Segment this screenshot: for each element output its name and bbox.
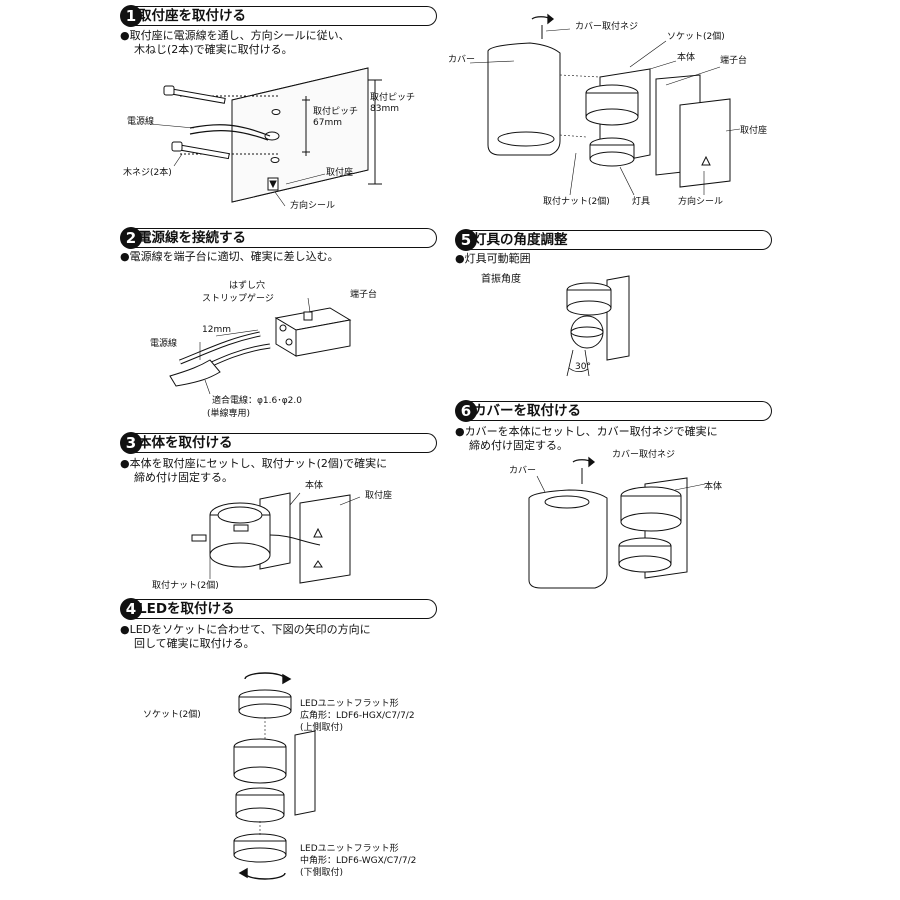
fig-exploded-label-lamp: 灯具 <box>632 197 651 207</box>
step-4-title: LEDを取付ける <box>138 601 235 617</box>
fig2-wiring-diagram <box>160 290 370 400</box>
step-5-line-1: ●灯具可動範囲 <box>455 252 531 265</box>
fig6-label-cover-screw: カバー取付ネジ <box>612 450 676 460</box>
step-3-line-1: ●本体を取付座にセットし、取付ナット(2個)で確実に <box>120 457 388 470</box>
fig-exploded-label-direction-seal: 方向シール <box>678 197 724 207</box>
fig2-label-wire-note: (単線専用) <box>207 409 251 419</box>
fig-exploded-label-cover-screw: カバー取付ネジ <box>575 22 639 32</box>
fig1-mounting-diagram <box>120 60 420 220</box>
fig3-body-mounting-diagram <box>190 485 370 585</box>
fig5-angle-diagram <box>555 272 645 382</box>
step-6-line-2: 締め付け固定する。 <box>469 439 568 452</box>
fig-exploded-diagram <box>470 5 770 215</box>
step-1-title: 取付座を取付ける <box>138 8 246 24</box>
fig1-label-pitch-83: 取付ピッチ 83mm <box>370 93 416 114</box>
fig2-label-power-cable: 電源線 <box>150 339 178 349</box>
step-1-line-2: 木ねじ(2本)で確実に取付ける。 <box>134 43 293 56</box>
fig-exploded-label-socket: ソケット(2個) <box>667 32 725 42</box>
fig2-label-wire-spec: 適合電線：φ1.6･φ2.0 <box>212 396 303 406</box>
fig6-label-cover: カバー <box>509 466 537 476</box>
step-2-header: 2 電源線を接続する <box>120 227 438 249</box>
step-5-title: 灯具の角度調整 <box>473 232 568 248</box>
fig3-label-nut: 取付ナット(2個) <box>152 581 219 591</box>
fig2-label-strip-length: 12mm <box>202 325 231 335</box>
fig1-label-direction-seal: 方向シール <box>290 201 336 211</box>
fig-exploded-label-body: 本体 <box>677 53 696 63</box>
fig5-label-angle: 30° <box>575 362 591 372</box>
step-6-header: 6 カバーを取付ける <box>455 400 773 422</box>
step-2-line-1: ●電源線を端子台に適切、確実に差し込む。 <box>120 250 339 263</box>
step-3-title: 本体を取付ける <box>138 435 233 451</box>
fig5-label-swing-angle: 首振角度 <box>481 274 521 285</box>
step-4-line-1: ●LEDをソケットに合わせて、下図の矢印の方向に <box>120 623 371 636</box>
fig-exploded-label-cover: カバー <box>448 55 476 65</box>
step-3-line-2: 締め付け固定する。 <box>134 471 233 484</box>
step-4-line-2: 回して確実に取付ける。 <box>134 637 255 650</box>
step-1-header: 1 取付座を取付ける <box>120 5 438 27</box>
fig4-label-led-top-name: LEDユニットフラット形 <box>300 699 399 709</box>
fig4-label-led-bottom-model: 中角形：LDF6-WGX/C7/7/2 <box>300 856 417 866</box>
fig3-label-mount-base: 取付座 <box>365 491 393 501</box>
fig2-label-terminal: 端子台 <box>350 290 378 300</box>
fig6-label-body: 本体 <box>704 482 723 492</box>
fig1-label-mount-base: 取付座 <box>326 168 354 178</box>
fig1-label-pitch-67: 取付ピッチ 67mm <box>313 107 359 128</box>
fig4-label-socket: ソケット(2個) <box>143 710 201 720</box>
fig4-label-led-top-model: 広角形：LDF6-HGX/C7/7/2 <box>300 711 415 721</box>
fig1-label-wood-screw: 木ネジ(2本) <box>123 168 172 178</box>
fig-exploded-label-mount-base: 取付座 <box>740 126 768 136</box>
fig1-label-power-cable: 電源線 <box>127 117 155 127</box>
fig4-led-install-diagram <box>215 665 325 895</box>
step-2-title: 電源線を接続する <box>138 230 246 246</box>
fig6-cover-diagram <box>525 450 705 595</box>
fig-exploded-label-nut: 取付ナット(2個) <box>543 197 610 207</box>
fig2-label-strip-gauge: ストリップゲージ <box>202 294 274 304</box>
fig2-label-hole: はずし穴 <box>229 281 266 291</box>
fig4-label-led-bottom-pos: (下側取付) <box>300 868 344 878</box>
step-6-title: カバーを取付ける <box>473 403 581 419</box>
fig-exploded-label-terminal: 端子台 <box>720 56 748 66</box>
step-5-header: 5 灯具の角度調整 <box>455 229 773 251</box>
step-3-header: 3 本体を取付ける <box>120 432 438 454</box>
fig3-label-body: 本体 <box>305 481 324 491</box>
step-6-line-1: ●カバーを本体にセットし、カバー取付ネジで確実に <box>455 425 718 438</box>
fig4-label-led-top-pos: (上側取付) <box>300 723 344 733</box>
step-1-line-1: ●取付座に電源線を通し、方向シールに従い、 <box>120 29 350 42</box>
fig4-label-led-bottom-name: LEDユニットフラット形 <box>300 844 399 854</box>
step-4-header: 4 LEDを取付ける <box>120 598 438 620</box>
